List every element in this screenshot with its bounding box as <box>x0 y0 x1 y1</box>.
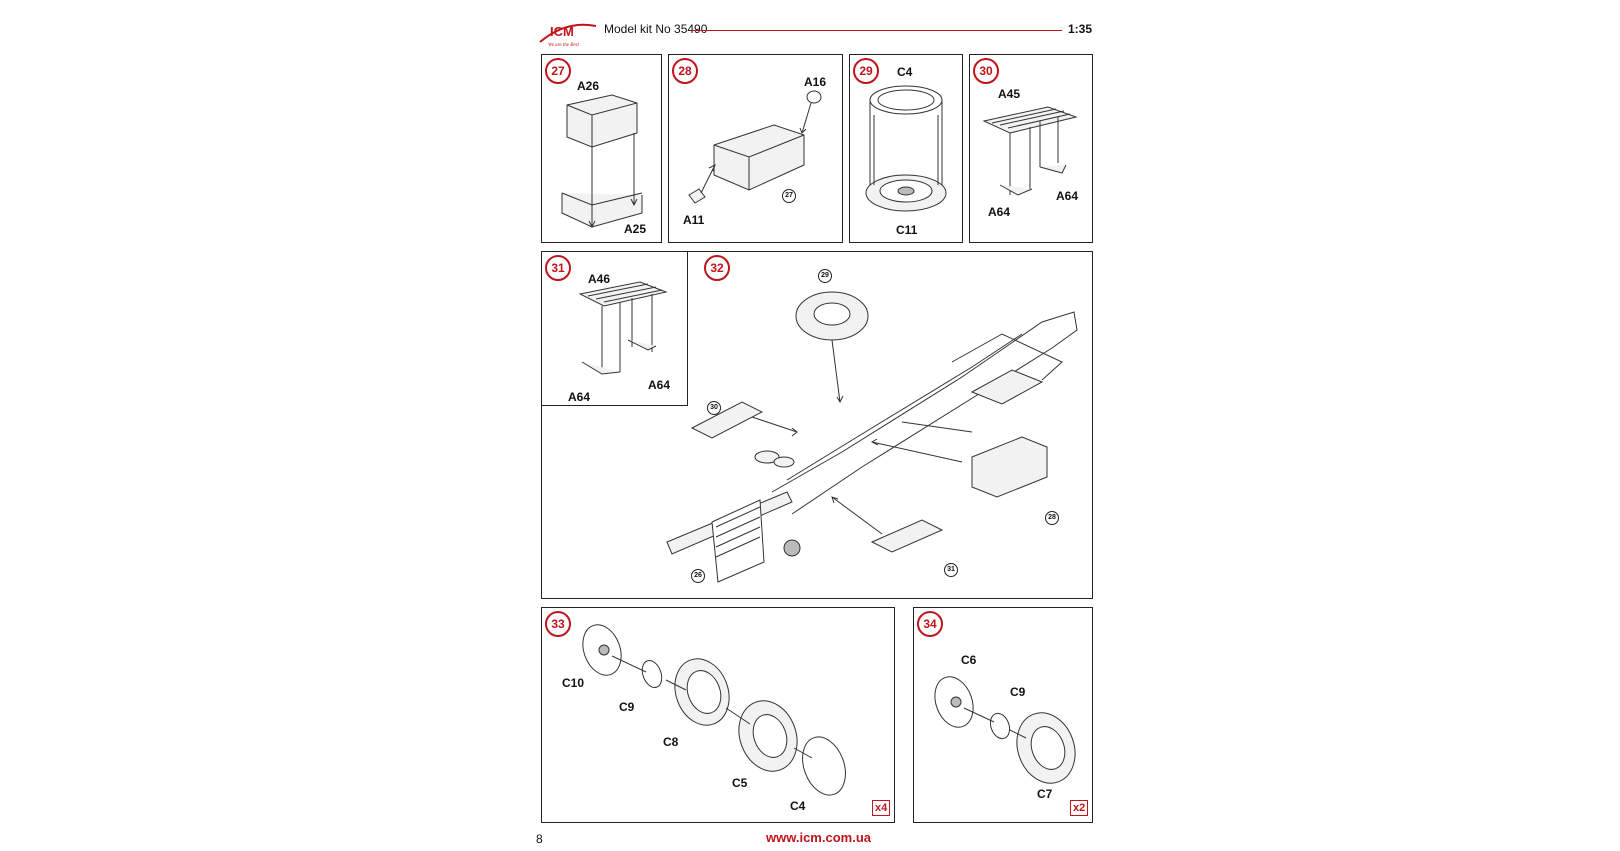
part-label-a64-right: A64 <box>1056 189 1079 203</box>
part-label-a64-right: A64 <box>648 378 671 392</box>
step-32-panel: 32 29 30 28 31 26 <box>541 251 1093 599</box>
icm-logo-mark: ICM We are the Best <box>539 23 597 48</box>
part-label-a64-left: A64 <box>568 390 591 404</box>
ref-circle-30: 30 <box>707 401 721 415</box>
part-label-c9: C9 <box>1010 685 1026 699</box>
step-plate-drawing <box>578 281 668 375</box>
battery-assembly-drawing <box>688 90 822 204</box>
part-label-c10: C10 <box>562 676 585 690</box>
step-34-panel: 34 C6 C9 C7 x2 <box>913 607 1093 823</box>
wheel-assembly-drawing <box>934 676 1076 784</box>
step-30-badge: 30 <box>973 58 999 84</box>
step-30-panel: 30 A45 A64 A64 <box>969 54 1093 243</box>
step-plate-drawing <box>982 106 1078 196</box>
part-label-a25: A25 <box>624 222 647 236</box>
battery-box-drawing <box>561 94 643 229</box>
multiplier-x4: x4 <box>872 800 891 816</box>
step-29-panel: 29 C4 C11 <box>849 54 963 243</box>
ref-circle-31: 31 <box>944 563 958 577</box>
part-label-c11: C11 <box>896 223 918 237</box>
spare-wheel-drawing <box>865 85 947 212</box>
part-label-c4: C4 <box>790 799 806 813</box>
page-number: 8 <box>536 832 543 846</box>
chassis-assembly-drawing <box>666 291 1078 583</box>
part-label-a64-left: A64 <box>988 205 1011 219</box>
model-kit-title: Model kit No 35490 <box>604 22 708 36</box>
scale-label: 1:35 <box>1068 22 1093 36</box>
part-label-c6: C6 <box>961 653 977 667</box>
website-link[interactable]: www.icm.com.ua <box>766 830 871 845</box>
ref-circle-29: 29 <box>818 269 832 283</box>
multiplier-x2: x2 <box>1070 800 1089 816</box>
step-28-badge: 28 <box>672 58 698 84</box>
part-label-c8: C8 <box>663 735 679 749</box>
part-label-c4: C4 <box>897 65 913 79</box>
ref-circle-27: 27 <box>782 189 796 203</box>
part-label-c7: C7 <box>1037 787 1053 801</box>
step-31-badge: 31 <box>545 255 571 281</box>
step-33-panel: 33 C10 C9 C8 C5 C4 x4 <box>541 607 895 823</box>
header-rule <box>692 30 1062 31</box>
part-label-a26: A26 <box>577 79 600 93</box>
wheel-assembly-drawing <box>582 624 846 796</box>
step-27-badge: 27 <box>545 58 571 84</box>
part-label-a46: A46 <box>588 272 611 286</box>
step-32-badge: 32 <box>704 255 730 281</box>
icm-logo: ICM We are the Best <box>536 18 600 48</box>
ref-circle-28: 28 <box>1045 511 1059 525</box>
step-34-badge: 34 <box>917 611 943 637</box>
ref-circle-26: 26 <box>691 569 705 583</box>
part-label-a11: A11 <box>683 213 705 227</box>
step-28-panel: 28 A16 A11 27 <box>668 54 843 243</box>
part-label-c5: C5 <box>732 776 748 790</box>
brand-text: ICM <box>550 24 574 39</box>
part-label-a45: A45 <box>998 87 1021 101</box>
brand-tagline: We are the Best <box>548 43 579 48</box>
part-label-c9: C9 <box>619 700 635 714</box>
step-29-badge: 29 <box>853 58 879 84</box>
part-label-a16: A16 <box>804 75 827 89</box>
step-33-badge: 33 <box>545 611 571 637</box>
step-27-panel: 27 A26 A25 <box>541 54 662 243</box>
